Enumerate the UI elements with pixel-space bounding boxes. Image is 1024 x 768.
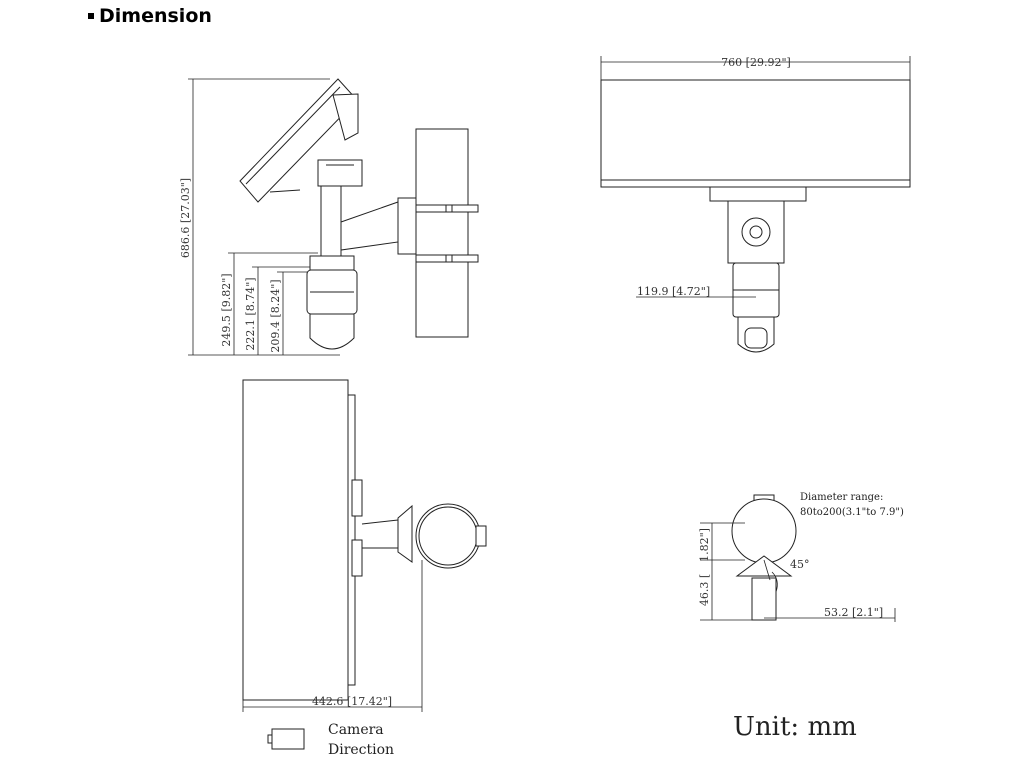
camera-direction-icon (271, 728, 305, 750)
pole (415, 128, 469, 338)
clamp-lower (415, 254, 479, 263)
bracket-post (320, 185, 342, 257)
dim-bracket-h1: 1.82"] (698, 528, 711, 562)
lens-window (744, 327, 768, 349)
diameter-note-line1: Diameter range: (800, 492, 883, 503)
bracket-plate (397, 197, 417, 255)
top-view (242, 379, 487, 712)
housing-front (600, 79, 911, 188)
dim-height-total: 686.6 [27.03"] (179, 178, 192, 258)
bracket-wedge (735, 555, 793, 577)
section-heading: Dimension (88, 5, 212, 27)
bullet-icon (88, 13, 94, 19)
mount-yoke (727, 200, 785, 264)
dome-neck (309, 255, 355, 271)
angle-arc (771, 571, 778, 593)
dim-width-top: 760 [29.92"] (721, 56, 791, 69)
yoke-pivot-inner (749, 225, 763, 239)
dome-lens (309, 313, 355, 350)
clamp-bolt-block (475, 525, 487, 547)
housing-top (242, 379, 349, 701)
heading-text: Dimension (99, 5, 212, 27)
tilt-joint (317, 159, 363, 187)
yoke-pivot (741, 217, 771, 247)
dim-angle: 45° (790, 558, 810, 571)
dim-bracket-width: 53.2 [2.1"] (824, 606, 883, 619)
legend-line1: Camera (328, 722, 384, 738)
arm-upper (361, 519, 399, 525)
housing-edge (245, 86, 341, 185)
mount-plate (709, 186, 807, 202)
dim-bracket-h2: 46.3 [ (698, 574, 711, 606)
mount-tab (351, 539, 363, 577)
mount-tab (351, 479, 363, 517)
dim-offset: 119.9 [4.72"] (637, 285, 710, 298)
diameter-note-line2: 80to200(3.1"to 7.9") (800, 507, 904, 518)
pole-cross-section (731, 498, 797, 564)
bracket-view (700, 494, 896, 622)
housing-back (332, 93, 359, 141)
clamp-upper (415, 204, 479, 213)
arm-plate (397, 504, 413, 563)
dim-height-a: 249.5 [9.82"] (220, 273, 233, 346)
dim-depth: 442.6 [17.42"] (312, 695, 392, 708)
legend-line2: Direction (328, 742, 394, 758)
angle-line (763, 559, 771, 581)
camera-direction-icon-lens (267, 734, 273, 744)
dim-height-b: 222.1 [8.74"] (244, 277, 257, 350)
unit-label: Unit: mm (733, 712, 857, 742)
pole-section (415, 503, 481, 569)
bracket-stem (751, 577, 777, 621)
camera-direction-legend (267, 728, 305, 750)
front-view (600, 56, 911, 353)
side-view (188, 78, 479, 356)
bracket-arm (340, 201, 399, 251)
dim-height-c: 209.4 [8.24"] (269, 279, 282, 352)
housing-foot (269, 189, 301, 193)
